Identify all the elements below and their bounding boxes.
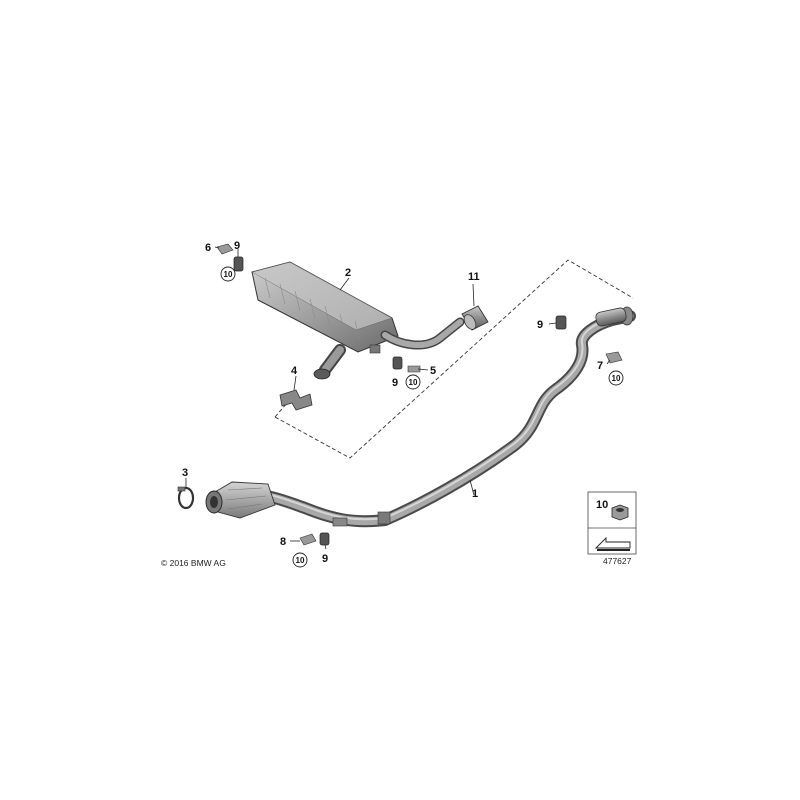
callout-hanger: 4 — [291, 365, 298, 377]
bracket-right — [407, 365, 421, 373]
callout-exhaust-pipe: 1 — [472, 488, 478, 500]
callout-nut-front-right: 10 — [608, 370, 624, 386]
callout-nut-upper-left: 10 — [220, 266, 236, 282]
rubber-mount-upper — [233, 256, 244, 272]
rear-silencer — [251, 261, 465, 380]
svg-text:10: 10 — [409, 378, 418, 387]
callout-bracket-right: 5 — [430, 365, 436, 377]
bracket-lower — [299, 533, 317, 546]
callout-rubber-mount-upper: 9 — [234, 240, 240, 252]
svg-text:10: 10 — [296, 556, 305, 565]
catalytic-converter — [205, 481, 276, 519]
exhaust-pipe — [226, 306, 636, 528]
callout-bracket-upper-left: 6 — [205, 242, 211, 254]
callout-rubber-mount-mid: 9 — [392, 377, 398, 389]
tail-pipe — [461, 305, 489, 331]
clamp — [177, 486, 195, 510]
callout-rubber-mount-rear: 9 — [537, 319, 543, 331]
hanger-bracket — [279, 389, 313, 411]
callout-nut-mid: 10 — [405, 374, 421, 390]
svg-text:10: 10 — [224, 270, 233, 279]
callout-nut-lower: 10 — [292, 552, 308, 568]
leader-lines — [185, 246, 611, 550]
arrow-icon — [594, 536, 631, 551]
legend-nut-number: 10 — [596, 499, 608, 511]
rubber-mount-mid — [392, 356, 403, 370]
callout-tail-pipe: 11 — [468, 271, 480, 283]
callout-bracket-lower: 8 — [280, 536, 286, 548]
diagram-id: 477627 — [603, 556, 632, 566]
copyright: © 2016 BMW AG — [161, 558, 226, 568]
bracket-upper-left — [216, 243, 234, 255]
rubber-mount-lower — [319, 532, 330, 546]
bracket-front-right — [605, 351, 623, 364]
svg-text:10: 10 — [612, 374, 621, 383]
nut-icon — [611, 504, 629, 521]
callout-bracket-front-right: 7 — [597, 360, 603, 372]
callout-rear-silencer: 2 — [345, 267, 351, 279]
callout-clamp: 3 — [182, 467, 188, 479]
rubber-mount-rear — [555, 315, 567, 330]
callout-rubber-mount-lower: 9 — [322, 553, 328, 565]
legend-box: 10 — [587, 491, 637, 555]
